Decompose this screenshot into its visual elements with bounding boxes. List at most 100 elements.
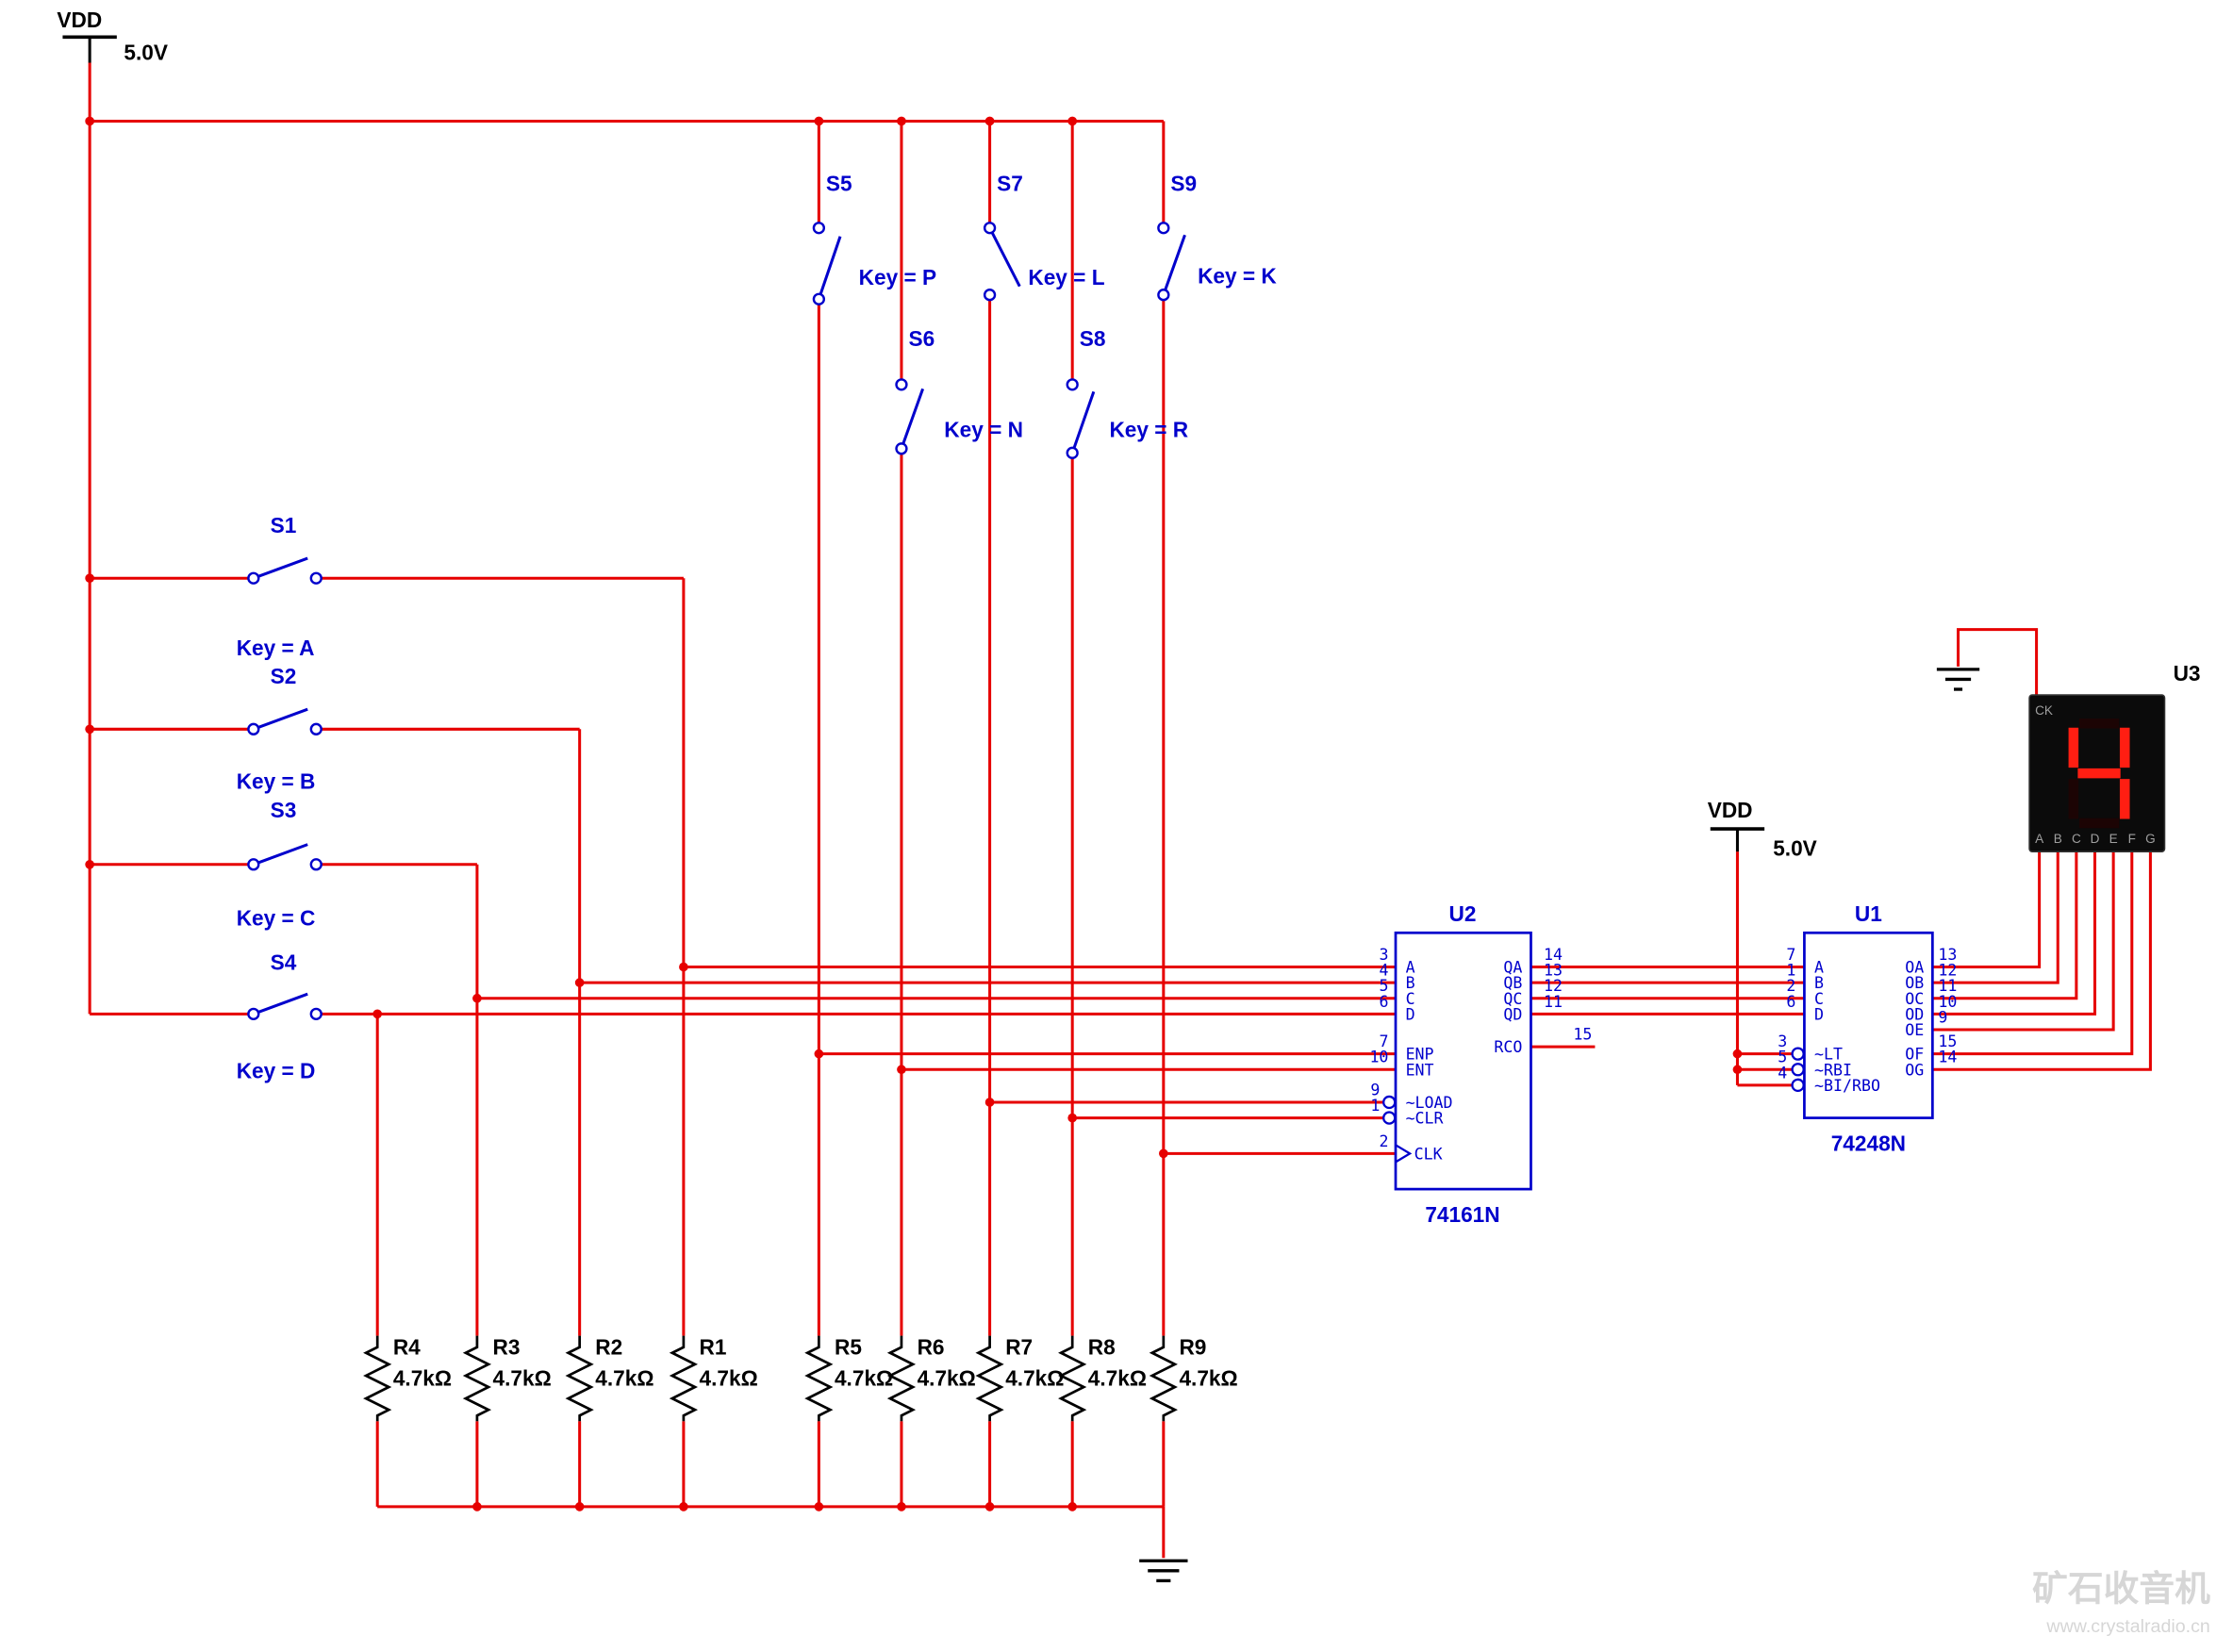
switch-ref: S1: [271, 513, 297, 537]
resistor-value: 4.7kΩ: [595, 1366, 653, 1391]
switch-lever[interactable]: [817, 236, 842, 300]
display-pin-letters: A B C D E F G: [2035, 832, 2156, 846]
junction-dot: [814, 116, 824, 126]
switch-contact: [812, 222, 826, 235]
pin-name: QA: [1503, 959, 1522, 977]
wire: [1932, 851, 2078, 1000]
junction-dot: [472, 1502, 482, 1512]
vdd-source-left[interactable]: VDD 5.0V: [57, 8, 168, 65]
chip-body[interactable]: [1394, 931, 1532, 1191]
display-pin-letter: F: [2128, 832, 2136, 846]
junction-dot: [1067, 116, 1078, 126]
chip-u1-74248n[interactable]: U1 74248N A B C D ~LT ~RBI ~BI/RBO 7 1 2…: [1778, 901, 1957, 1155]
junction-dot: [897, 1065, 906, 1075]
resistor-body-r6[interactable]: [886, 1335, 917, 1422]
inversion-bubble: [1382, 1095, 1397, 1110]
switch-s5[interactable]: S5 Key = P: [812, 171, 936, 306]
wire: [1932, 851, 2152, 1071]
vdd-source-right[interactable]: VDD 5.0V: [1708, 798, 1817, 861]
switch-lever[interactable]: [253, 992, 308, 1016]
ground-bottom[interactable]: [1139, 1559, 1188, 1583]
switch-s4[interactable]: S4 Key = D: [237, 950, 323, 1083]
resistor-body-r4[interactable]: [363, 1335, 392, 1422]
pin-name: A: [1406, 959, 1415, 977]
pin-number: 9: [1370, 1081, 1380, 1099]
resistor-body-r8[interactable]: [1058, 1335, 1087, 1422]
pin-number: 9: [1938, 1008, 1947, 1026]
pin-name: B: [1814, 974, 1824, 992]
pin-number: 13: [1544, 962, 1563, 980]
ground-display[interactable]: [1936, 668, 1980, 691]
switch-contact: [812, 292, 826, 306]
switch-lever[interactable]: [900, 388, 925, 450]
switch-contact: [309, 1007, 323, 1020]
pin-name: ~RBI: [1814, 1061, 1852, 1079]
display-ref: U3: [2174, 661, 2201, 686]
chip-ref: U2: [1449, 901, 1477, 926]
vdd-voltage: 5.0V: [1773, 836, 1817, 861]
inversion-bubble: [1791, 1047, 1805, 1061]
pin-name: CLK: [1414, 1145, 1443, 1163]
switch-lever[interactable]: [988, 227, 1021, 288]
resistor-body-r3[interactable]: [462, 1335, 492, 1422]
pin-number: 7: [1379, 1032, 1388, 1050]
switch-lever[interactable]: [253, 707, 308, 731]
inversion-bubble: [1382, 1111, 1397, 1125]
junction-dot: [372, 1009, 383, 1019]
resistor-body-r5[interactable]: [804, 1335, 834, 1422]
junction-dot: [85, 859, 94, 869]
switch-s2[interactable]: S2 Key = B: [237, 664, 323, 794]
resistor-body-r9[interactable]: [1149, 1335, 1178, 1422]
pin-number: 14: [1938, 1049, 1957, 1066]
pin-name: D: [1406, 1005, 1415, 1023]
switch-lever[interactable]: [1162, 234, 1186, 296]
pin-name: QB: [1503, 974, 1522, 992]
pin-name: D: [1814, 1005, 1824, 1023]
chip-u2-74161n[interactable]: U2 74161N A B C D ENP ENT ~LOAD ~CLR CLK…: [1369, 901, 1592, 1227]
junction-dot: [679, 1502, 688, 1512]
pin-name: ~LOAD: [1406, 1094, 1453, 1112]
chip-body[interactable]: [1803, 931, 1934, 1119]
switch-s1[interactable]: S1 Key = A: [237, 513, 323, 660]
switch-s7[interactable]: S7 Key = L: [983, 171, 1105, 302]
switch-contact: [983, 222, 997, 235]
switch-s9[interactable]: S9 Key = K: [1157, 171, 1277, 302]
resistors: [363, 1335, 1178, 1422]
switch-key-label: Key = N: [944, 418, 1023, 442]
switch-lever[interactable]: [253, 843, 308, 867]
switch-lever[interactable]: [253, 556, 308, 580]
switch-s3[interactable]: S3 Key = C: [237, 798, 323, 931]
switch-contact: [247, 1007, 260, 1020]
resistor-body-r7[interactable]: [975, 1335, 1004, 1422]
wire-ck-ground: [1957, 628, 2039, 696]
pin-name: ~BI/RBO: [1814, 1077, 1880, 1095]
pin-name: OC: [1905, 990, 1924, 1008]
pin-number: 10: [1938, 993, 1957, 1011]
switch-contact: [247, 571, 260, 585]
switch-s8[interactable]: S8 Key = R: [1066, 326, 1188, 459]
pin-name: ENT: [1406, 1061, 1434, 1079]
pin-name: OE: [1905, 1021, 1924, 1039]
seven-segment-display-u3[interactable]: U3 CK A B C D E F G: [2028, 661, 2201, 852]
pin-name: C: [1814, 990, 1824, 1008]
junction-dot: [1732, 1049, 1743, 1059]
display-pin-letter: B: [2054, 832, 2062, 846]
junction-dot: [85, 724, 94, 735]
resistor-body-r1[interactable]: [669, 1335, 699, 1422]
watermark-url: www.crystalradio.cn: [2045, 1616, 2209, 1637]
switch-contact: [1066, 378, 1079, 391]
switch-contact: [1066, 446, 1079, 459]
wire: [1932, 851, 2115, 1032]
switch-s6[interactable]: S6 Key = N: [895, 326, 1023, 455]
switch-key-label: Key = P: [859, 265, 936, 289]
pin-name: ENP: [1406, 1046, 1434, 1064]
pin-number: 15: [1938, 1032, 1957, 1050]
switch-lever[interactable]: [1070, 390, 1096, 454]
resistor-body-r2[interactable]: [565, 1335, 594, 1422]
resistor-labels: R4 4.7kΩ R3 4.7kΩ R2 4.7kΩ R1 4.7kΩ R5 4…: [393, 1334, 1238, 1390]
switch-key-label: Key = A: [237, 636, 315, 660]
pin-name: ~CLR: [1406, 1110, 1444, 1128]
junction-dot: [984, 116, 995, 126]
resistor-ref: R7: [1005, 1334, 1033, 1359]
